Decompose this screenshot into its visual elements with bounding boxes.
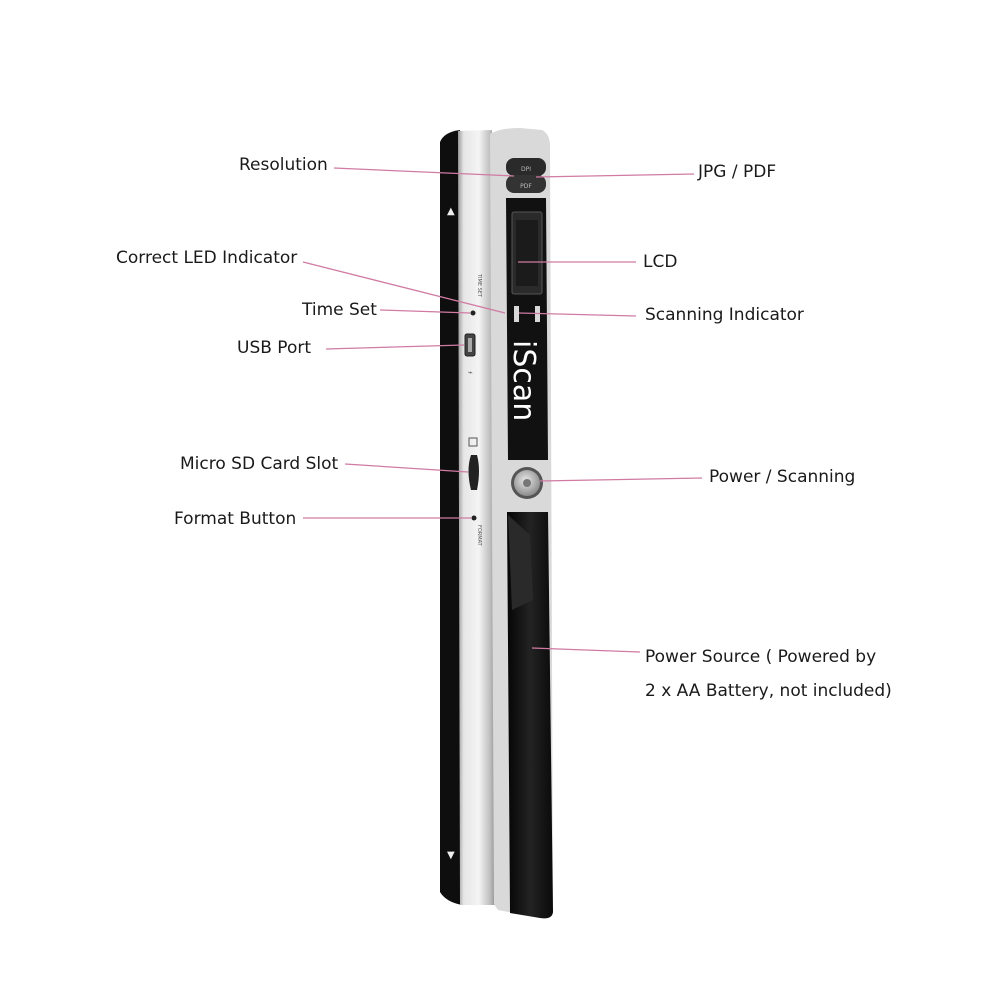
label-lcd: LCD <box>643 252 678 272</box>
label-power-source-line2: 2 x AA Battery, not included) <box>645 681 892 701</box>
label-format-button: Format Button <box>174 509 297 529</box>
micro-sd-slot[interactable] <box>468 455 480 490</box>
sd-card-icon <box>468 437 478 447</box>
scanner-grip <box>507 512 553 919</box>
power-scan-button[interactable] <box>511 467 543 499</box>
resolution-button[interactable] <box>506 158 546 176</box>
label-power-source-line1: Power Source ( Powered by <box>645 647 877 667</box>
leader-power-source <box>531 647 641 653</box>
label-power-source: Power Source ( Powered by 2 x AA Battery… <box>645 640 892 708</box>
scanner-side-panel <box>458 130 496 905</box>
arrow-top-mark: ▲ <box>447 206 455 217</box>
side-controls: TIME SET ⌁ FORMAT ▲ ▼ <box>447 206 482 861</box>
label-micro-sd-card-slot: Micro SD Card Slot <box>180 454 339 474</box>
label-jpg-pdf: JPG / PDF <box>698 162 777 182</box>
label-usb-port: USB Port <box>237 338 312 358</box>
label-resolution: Resolution <box>239 155 328 175</box>
lcd-display <box>511 211 543 322</box>
label-power-scanning: Power / Scanning <box>709 467 856 487</box>
svg-text:PDF: PDF <box>520 183 532 190</box>
grip-ridge <box>508 515 533 610</box>
label-time-set: Time Set <box>302 300 377 320</box>
leader-correct-led <box>302 261 506 314</box>
format-mark: FORMAT <box>476 525 482 547</box>
svg-text:DPI: DPI <box>521 166 531 173</box>
label-scanning-indicator: Scanning Indicator <box>645 305 804 325</box>
leader-time-set <box>379 309 471 314</box>
brand-logo: iScan <box>506 340 541 421</box>
leader-power-scanning <box>539 477 703 482</box>
leader-micro-sd <box>344 463 469 473</box>
leader-resolution <box>333 167 515 177</box>
label-correct-led-indicator: Correct LED Indicator <box>116 248 298 268</box>
usb-icon: ⌁ <box>468 368 473 377</box>
format-button[interactable] <box>471 515 477 521</box>
jpg-pdf-button[interactable] <box>506 175 546 193</box>
leader-lines <box>302 167 703 653</box>
scanning-indicator-led <box>514 306 519 322</box>
time-set-mark: TIME SET <box>476 273 482 298</box>
scanner-body <box>440 128 553 919</box>
leader-jpg-pdf <box>535 173 695 178</box>
arrow-bottom-mark: ▼ <box>447 850 455 861</box>
mode-buttons: DPI PDF <box>506 158 546 193</box>
leader-scanning-indicator <box>518 312 637 317</box>
leader-usb-port <box>325 344 465 350</box>
time-set-button[interactable] <box>470 310 476 316</box>
